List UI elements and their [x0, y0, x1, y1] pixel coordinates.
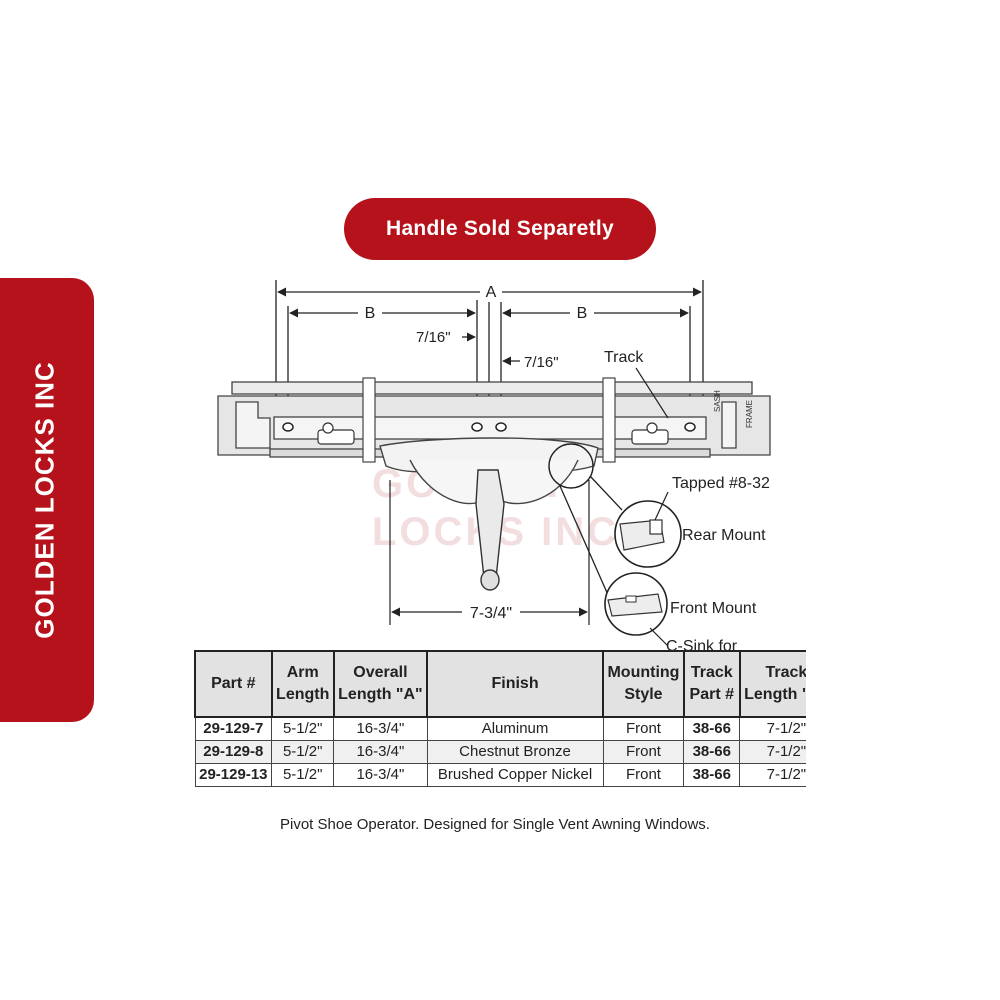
front-mount-label: Front Mount [670, 600, 757, 617]
handle-sold-separately-banner: Handle Sold Separetly [344, 198, 656, 260]
dimension-a-label: A [486, 284, 497, 301]
gap-left-label: 7/16" [416, 329, 451, 346]
sash-label: SASH [713, 390, 722, 412]
table-row: 29-129-13 5-1/2" 16-3/4" Brushed Copper … [194, 763, 806, 787]
tapped-label: Tapped #8-32 [672, 475, 770, 492]
brand-side-tab [0, 278, 94, 722]
rear-mount-label: Rear Mount [682, 527, 766, 544]
banner-text: Handle Sold Separetly [385, 217, 615, 240]
table-row: 29-129-7 5-1/2" 16-3/4" Aluminum Front 3… [194, 716, 806, 741]
header-part: Part # [194, 650, 273, 718]
track-label: Track [604, 349, 644, 366]
header-finish: Finish [425, 650, 605, 718]
table-row: 29-129-8 5-1/2" 16-3/4" Chestnut Bronze … [194, 740, 806, 764]
gap-right-label: 7/16" [524, 354, 559, 371]
dimension-b-left-label: B [365, 305, 376, 322]
handle-width-label: 7-3/4" [470, 605, 512, 622]
dimension-b-right-label: B [577, 305, 588, 322]
caption: Pivot Shoe Operator. Designed for Single… [280, 816, 710, 833]
frame-label: FRAME [745, 400, 754, 428]
